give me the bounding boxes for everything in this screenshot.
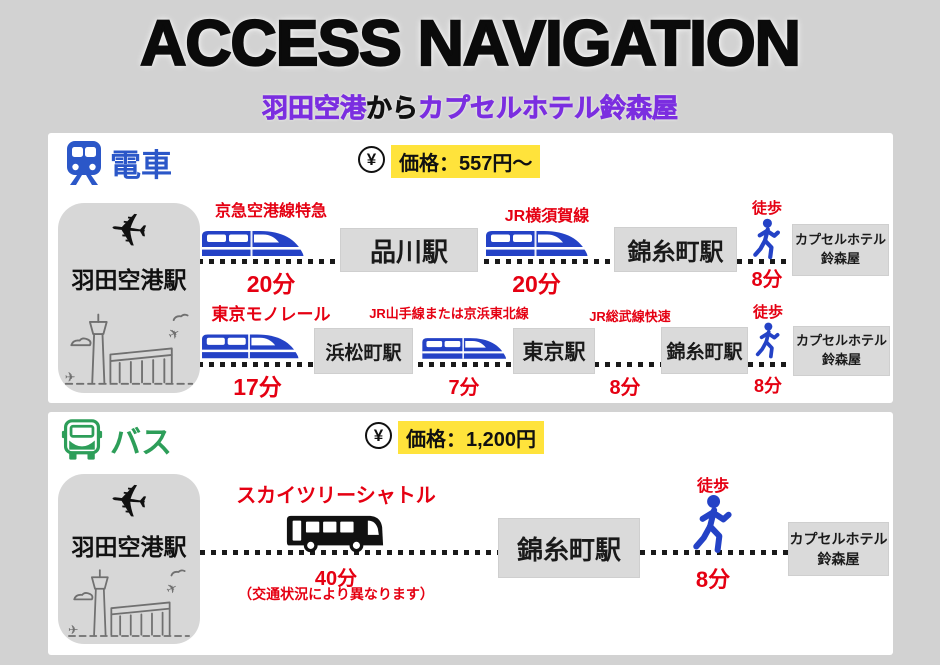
train-section: 電車 ¥ 価格：557円〜 ✈ 羽田空港駅 京急空港線特急 20分 品川駅 JR… bbox=[48, 133, 893, 403]
hotel-box-route1: カプセルホテル 鈴森屋 bbox=[792, 224, 889, 276]
route2-leg1-time: 17分 bbox=[233, 374, 282, 400]
train-section-label: 電車 bbox=[110, 148, 172, 183]
bus-walk-time: 8分 bbox=[695, 567, 731, 592]
airplane-icon: ✈ bbox=[107, 474, 151, 529]
page-subtitle: 羽田空港からカプセルホテル鈴森屋 bbox=[0, 88, 940, 125]
station-kinshicho-route1: 錦糸町駅 bbox=[614, 227, 737, 272]
bus-route-dotted-line bbox=[200, 550, 788, 555]
haneda-airport-station-box: ✈ 羽田空港駅 bbox=[58, 203, 200, 393]
station-shinagawa: 品川駅 bbox=[340, 228, 478, 272]
yen-icon: ¥ bbox=[358, 146, 385, 173]
bus-front-icon bbox=[61, 418, 103, 462]
station-kinshicho-route2: 錦糸町駅 bbox=[661, 327, 748, 374]
route2-leg3-time: 8分 bbox=[609, 377, 641, 399]
route2-leg1-line-name: 東京モノレール bbox=[211, 305, 331, 324]
airport-illustration bbox=[62, 564, 196, 640]
yen-icon: ¥ bbox=[365, 422, 392, 449]
route2-leg3-line-name: JR総武線快速 bbox=[589, 309, 671, 324]
hotel-box-route2: カプセルホテル 鈴森屋 bbox=[793, 326, 890, 376]
station-tokyo: 東京駅 bbox=[513, 328, 595, 374]
bullet-train-icon bbox=[484, 220, 589, 260]
bus-price-badge: 価格：1,200円 bbox=[398, 421, 545, 454]
hotel-name-line1: カプセルホテル bbox=[789, 530, 888, 547]
walking-person-icon bbox=[754, 322, 782, 359]
route2-dotted-line bbox=[198, 362, 791, 367]
hotel-name-line1: カプセルホテル bbox=[794, 232, 886, 248]
origin-station-name: 羽田空港駅 bbox=[71, 267, 187, 293]
route2-leg2-line-name: JR山手線または京浜東北線 bbox=[369, 306, 529, 321]
station-hamamatsucho: 浜松町駅 bbox=[314, 328, 413, 374]
route1-leg1-line-name: 京急空港線特急 bbox=[214, 203, 327, 220]
origin-station-name: 羽田空港駅 bbox=[71, 534, 187, 560]
bus-leg-line-name: スカイツリーシャトル bbox=[236, 485, 436, 507]
station-kinshicho-bus: 錦糸町駅 bbox=[498, 518, 640, 578]
airplane-icon: ✈ bbox=[107, 203, 151, 258]
hotel-name-line2: 鈴森屋 bbox=[821, 352, 861, 367]
bus-side-icon bbox=[285, 513, 385, 553]
bullet-train-icon bbox=[420, 329, 508, 362]
route1-leg2-time: 20分 bbox=[512, 271, 561, 297]
train-price-badge: 価格：557円〜 bbox=[391, 145, 541, 178]
subtitle-origin: 羽田空港 bbox=[261, 93, 367, 124]
subtitle-destination: カプセルホテル鈴森屋 bbox=[418, 93, 679, 124]
bus-section: バス ¥ 価格：1,200円 ✈ 羽田空港駅 スカイツリーシャトル 40分 （交… bbox=[48, 412, 893, 655]
hotel-box-bus: カプセルホテル 鈴森屋 bbox=[788, 522, 889, 576]
hotel-name-line2: 鈴森屋 bbox=[820, 251, 860, 266]
walking-person-icon bbox=[750, 218, 784, 260]
route1-walk-time: 8分 bbox=[751, 269, 783, 291]
bus-walk-label: 徒歩 bbox=[696, 478, 729, 495]
route2-leg2-time: 7分 bbox=[448, 377, 480, 399]
haneda-airport-station-box: ✈ 羽田空港駅 bbox=[58, 474, 200, 644]
walking-person-icon bbox=[692, 494, 734, 554]
bullet-train-icon bbox=[200, 220, 305, 260]
route1-leg2-line-name: JR横須賀線 bbox=[504, 208, 590, 225]
bus-leg-note: （交通状況により異なります） bbox=[238, 586, 434, 602]
route1-leg1-time: 20分 bbox=[246, 271, 296, 297]
train-front-icon bbox=[64, 140, 104, 186]
bullet-train-icon bbox=[200, 324, 300, 362]
hotel-name-line2: 鈴森屋 bbox=[817, 551, 860, 567]
subtitle-connector: から bbox=[365, 93, 419, 124]
route1-walk-label: 徒歩 bbox=[751, 200, 782, 217]
airport-illustration bbox=[62, 308, 196, 388]
route1-dotted-line bbox=[198, 259, 792, 264]
hotel-name-line1: カプセルホテル bbox=[795, 333, 887, 349]
bus-leg-time: 40分 bbox=[314, 568, 358, 590]
route2-walk-label: 徒歩 bbox=[752, 304, 783, 321]
page-title: ACCESS NAVIGATION bbox=[139, 6, 802, 80]
route2-walk-time: 8分 bbox=[753, 376, 782, 396]
bus-section-label: バス bbox=[110, 425, 172, 460]
